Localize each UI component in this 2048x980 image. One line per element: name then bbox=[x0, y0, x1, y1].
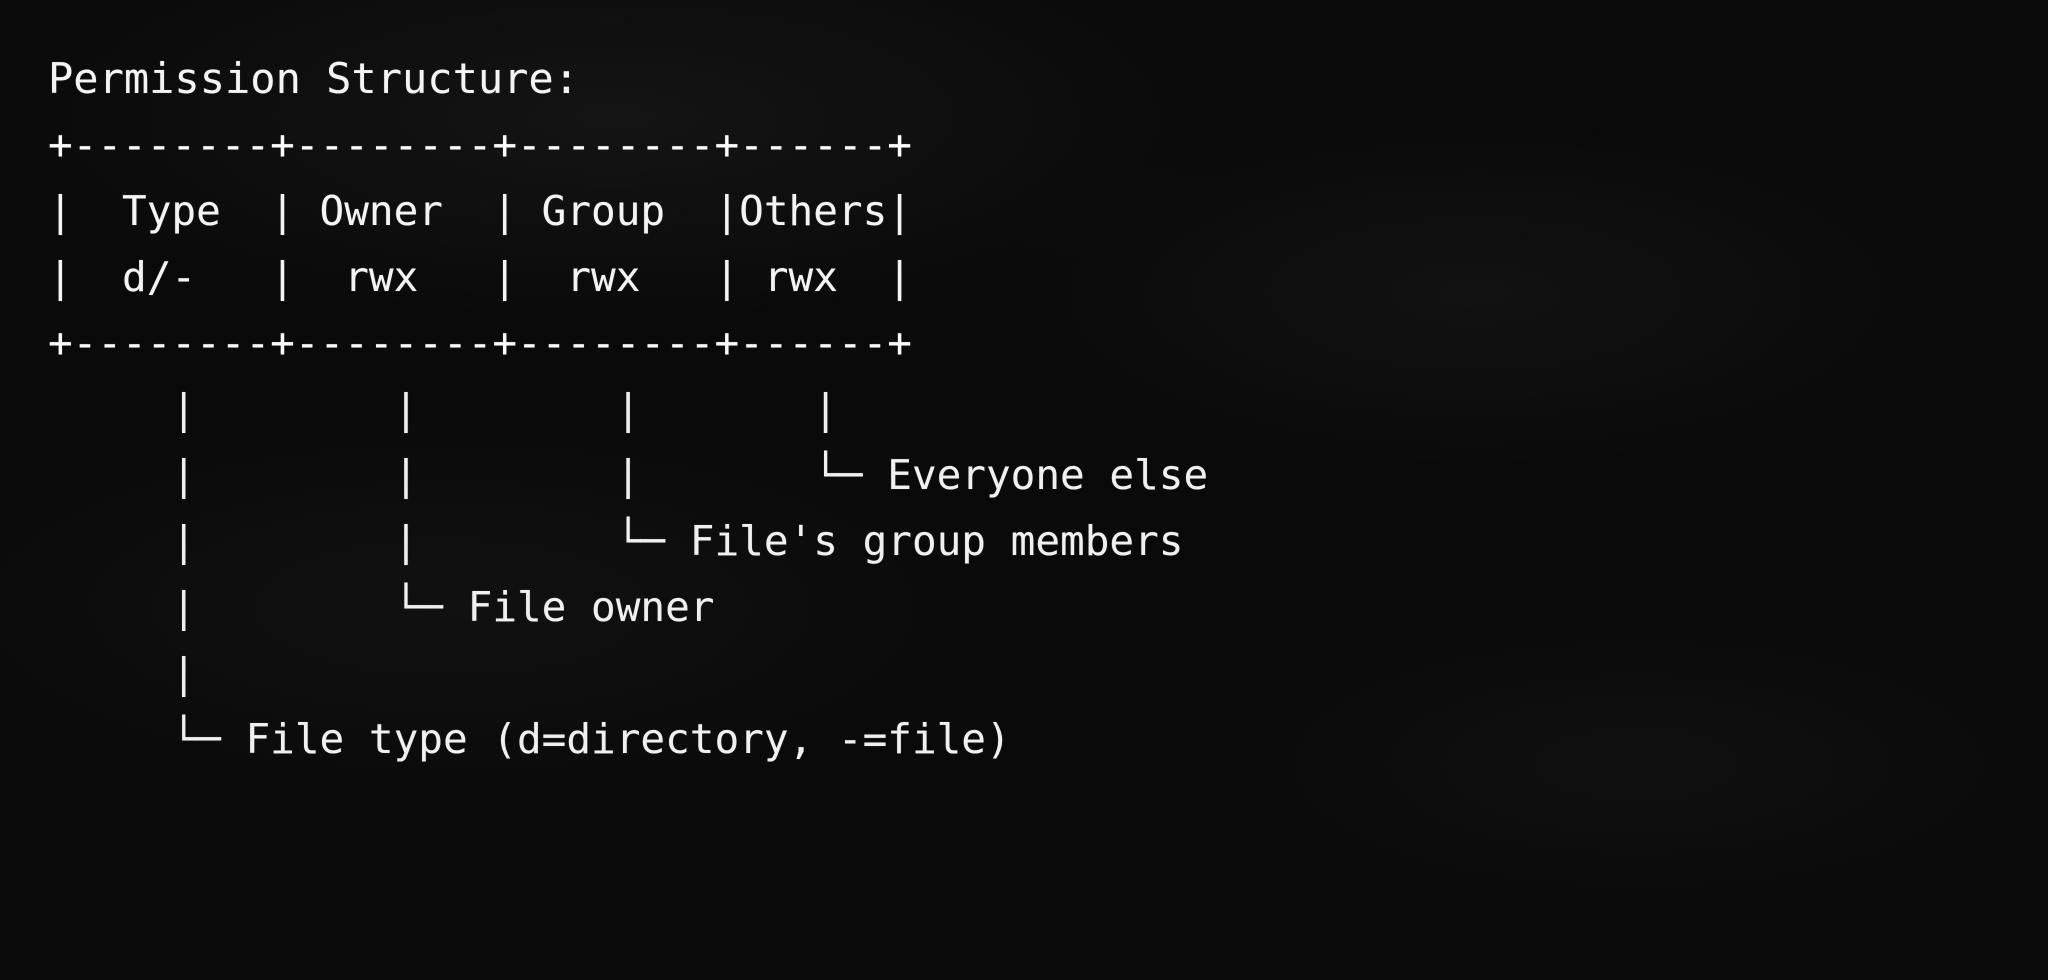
connector-line-4-file-owner: | └─ File owner bbox=[48, 583, 715, 631]
table-top-border: +--------+--------+--------+------+ bbox=[48, 121, 912, 169]
connector-line-3-group-members: | | └─ File's group members bbox=[48, 517, 1184, 565]
connector-line-1: | | | | bbox=[48, 385, 838, 433]
connector-line-2-everyone-else: | | | └─ Everyone else bbox=[48, 451, 1209, 499]
connector-line-6-file-type: └─ File type (d=directory, -=file) bbox=[48, 715, 1011, 763]
connector-line-5: | bbox=[48, 649, 197, 697]
table-bottom-border: +--------+--------+--------+------+ bbox=[48, 319, 912, 367]
table-value-row: | d/- | rwx | rwx | rwx | bbox=[48, 253, 912, 301]
table-header-row: | Type | Owner | Group |Others| bbox=[48, 187, 912, 235]
page-title: Permission Structure: bbox=[48, 54, 580, 103]
